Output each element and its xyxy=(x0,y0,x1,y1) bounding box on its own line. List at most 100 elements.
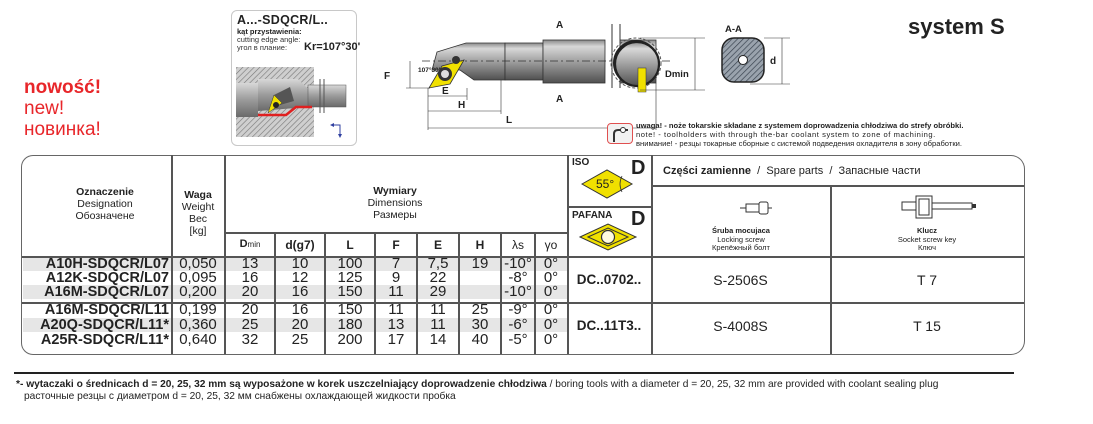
iso-label: ISO xyxy=(572,157,590,168)
footnote-pl: *- wytaczaki o średnicach d = 20, 25, 32… xyxy=(16,379,547,390)
cell-L: 200 xyxy=(337,331,363,348)
cell-weight: 0,095 xyxy=(179,269,217,286)
col-d: d(g7) xyxy=(285,238,315,252)
coolant-icon xyxy=(607,123,633,144)
cell-name: A16M-SDQCR/L07 xyxy=(44,284,169,300)
cell-ls: -8° xyxy=(508,269,528,286)
footnote-divider xyxy=(14,372,1014,374)
dim-dmin: Dmin xyxy=(665,69,689,80)
cell-dmin: 20 xyxy=(241,283,259,300)
inset-angle-value: Kr=107°30' xyxy=(304,41,361,53)
cell-go: 0° xyxy=(543,283,559,300)
note-ru: внимание! - резцы токарные сборные с сис… xyxy=(636,139,963,148)
application-inset: A...-SDQCR/L.. kąt przystawienia: cuttin… xyxy=(231,10,361,146)
footnote: *- wytaczaki o średnicach d = 20, 25, 32… xyxy=(16,379,938,403)
footnote-en: / boring tools with a diameter d = 20, 2… xyxy=(546,379,939,390)
locking-screw-icon xyxy=(740,201,772,215)
note-en: note! - toolholders with through the-bar… xyxy=(636,130,936,139)
cell-name: A25R-SDQCR/L11* xyxy=(40,332,169,348)
cell-L: 150 xyxy=(337,301,363,318)
cell-H: 30 xyxy=(471,316,489,333)
cell-d: 12 xyxy=(291,269,309,286)
cell-F: 9 xyxy=(391,269,401,286)
cell-L: 125 xyxy=(337,269,363,286)
cell-d: 20 xyxy=(291,316,309,333)
iso-angle: 55° xyxy=(596,177,615,191)
key-value-2: T 15 xyxy=(913,318,941,334)
new-badge-ru: новинка! xyxy=(24,119,101,140)
cell-ls: -6° xyxy=(508,316,528,333)
cell-E: 11 xyxy=(430,316,446,333)
inset-angle-label-ru: угол в плание: xyxy=(237,43,288,52)
section-mark-top: A xyxy=(556,20,563,31)
inset-title: A...-SDQCR/L.. xyxy=(237,13,329,27)
dim-E: E xyxy=(442,86,449,97)
cell-dmin: 32 xyxy=(241,331,259,348)
col-gamma: γo xyxy=(544,238,558,252)
toolholder-technical-drawing: F 107°30' E H L A A Dmin A-A d xyxy=(384,20,790,130)
boring-operation-illustration xyxy=(236,67,347,138)
cell-dmin: 20 xyxy=(241,301,259,318)
insert-group-1: DC..0702.. xyxy=(576,272,642,287)
cell-F: 11 xyxy=(388,283,404,300)
system-title: system S xyxy=(908,14,1005,39)
cell-go: 0° xyxy=(543,331,559,348)
cell-weight: 0,199 xyxy=(179,301,217,318)
cell-d: 16 xyxy=(291,301,309,318)
cell-go: 0° xyxy=(543,301,559,318)
cell-E: 29 xyxy=(429,283,447,300)
cell-F: 13 xyxy=(387,316,405,333)
cell-H: 40 xyxy=(471,331,489,348)
cell-E: 11 xyxy=(430,301,446,318)
cell-H: 25 xyxy=(471,301,489,318)
cell-weight: 0,640 xyxy=(179,331,217,348)
section-mark-bottom: A xyxy=(556,94,563,105)
inset-angle-label-pl: kąt przystawienia: xyxy=(237,27,302,36)
inset-angle-label-en: cutting edge angle: xyxy=(237,35,301,44)
iso-shape-code: D xyxy=(631,157,646,179)
cell-ls: -5° xyxy=(508,331,528,348)
cell-name: A16M-SDQCR/L11 xyxy=(44,302,169,318)
table-row: A25R-SDQCR/L11* 0,640 32 25 200 17 14 40 -5° 0° xyxy=(23,331,568,349)
col-F: F xyxy=(392,238,400,252)
cell-ls: -10° xyxy=(504,255,532,272)
key-value-1: T 7 xyxy=(917,272,937,288)
col-L: L xyxy=(346,238,354,252)
note-pl: uwaga! - noże tokarskie składane z syste… xyxy=(636,121,964,130)
cell-F: 7 xyxy=(391,255,401,272)
cell-ls: -10° xyxy=(504,283,532,300)
cell-F: 17 xyxy=(387,331,405,348)
pafana-label: PAFANA xyxy=(572,210,613,221)
col-dmin: Dmin xyxy=(239,238,261,250)
cell-L: 100 xyxy=(337,255,363,272)
dim-L: L xyxy=(506,115,512,126)
cell-dmin: 25 xyxy=(241,316,259,333)
socket-key-icon xyxy=(901,195,976,219)
footnote-ru: расточные резцы с диаметром d = 20, 25, … xyxy=(24,391,456,402)
dim-angle: 107°30' xyxy=(418,66,441,74)
cell-name: A10H-SDQCR/L07 xyxy=(45,256,169,272)
cell-dmin: 13 xyxy=(241,255,259,272)
cell-name: A12K-SDQCR/L07 xyxy=(45,270,169,286)
cell-E: 14 xyxy=(429,331,447,348)
section-title: A-A xyxy=(725,24,742,35)
cell-weight: 0,200 xyxy=(179,283,217,300)
iso-insert-icon xyxy=(580,169,634,199)
cell-go: 0° xyxy=(543,316,559,333)
spare-parts-title: Części zamienne / Spare parts / Запасные… xyxy=(663,165,921,177)
cell-go: 0° xyxy=(543,269,559,286)
col-E: E xyxy=(433,238,442,252)
cell-d: 25 xyxy=(291,331,309,348)
cell-ls: -9° xyxy=(508,301,528,318)
cell-weight: 0,050 xyxy=(179,255,217,272)
insert-group-2: DC..11T3.. xyxy=(576,318,642,333)
screw-value-1: S-2506S xyxy=(713,272,768,288)
